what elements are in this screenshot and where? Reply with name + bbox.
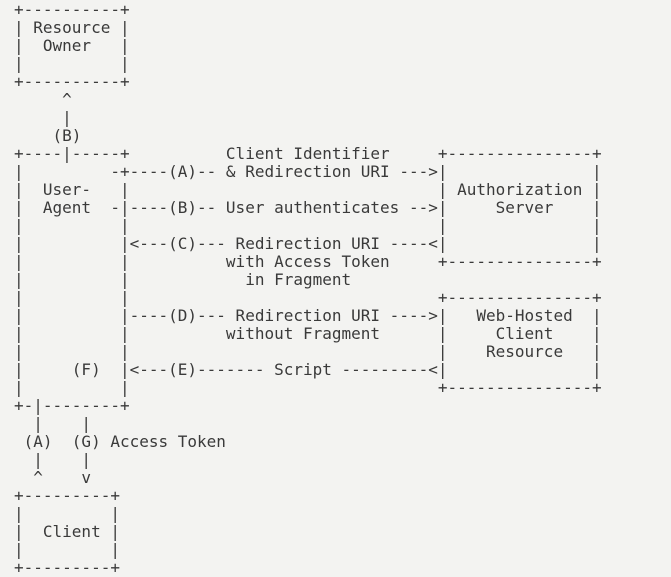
- diagram-line: ^ v: [14, 468, 92, 487]
- diagram-line: (B): [14, 126, 82, 145]
- diagram-line: |: [14, 108, 72, 127]
- diagram-line: +-|--------+: [14, 396, 130, 415]
- diagram-line: | |: [14, 450, 92, 469]
- diagram-line: | | | Resource |: [14, 342, 602, 361]
- diagram-line: +---------+: [14, 486, 120, 505]
- diagram-line: | Owner |: [14, 36, 130, 55]
- diagram-line: | | +---------------+: [14, 378, 602, 397]
- diagram-line: | |: [14, 54, 130, 73]
- diagram-line: | |: [14, 414, 92, 433]
- diagram-line: | |: [14, 540, 120, 559]
- diagram-line: | User- | | Authorization |: [14, 180, 602, 199]
- diagram-line: | | | |: [14, 216, 602, 235]
- diagram-line: | Client |: [14, 522, 120, 541]
- diagram-line: | | in Fragment: [14, 270, 352, 289]
- diagram-line: ^: [14, 90, 72, 109]
- diagram-line: +----------+: [14, 72, 130, 91]
- diagram-line: (A) (G) Access Token: [14, 432, 226, 451]
- diagram-line: | Agent -|----(B)-- User authenticates -…: [14, 198, 602, 217]
- diagram-line: | |<---(C)--- Redirection URI ----<| |: [14, 234, 602, 253]
- diagram-line: +---------+: [14, 558, 120, 577]
- diagram-line: | |----(D)--- Redirection URI ---->| Web…: [14, 306, 602, 325]
- diagram-line: | | without Fragment | Client |: [14, 324, 602, 343]
- diagram-line: | (F) |<---(E)------- Script ---------<|…: [14, 360, 602, 379]
- diagram-line: | |: [14, 504, 120, 523]
- diagram-line: | | +---------------+: [14, 288, 602, 307]
- diagram-line: +----------+: [14, 0, 130, 19]
- diagram-line: +----|-----+ Client Identifier +--------…: [14, 144, 602, 163]
- diagram-line: | -+----(A)-- & Redirection URI --->| |: [14, 162, 602, 181]
- diagram-line: | Resource |: [14, 18, 130, 37]
- diagram-line: | | with Access Token +---------------+: [14, 252, 602, 271]
